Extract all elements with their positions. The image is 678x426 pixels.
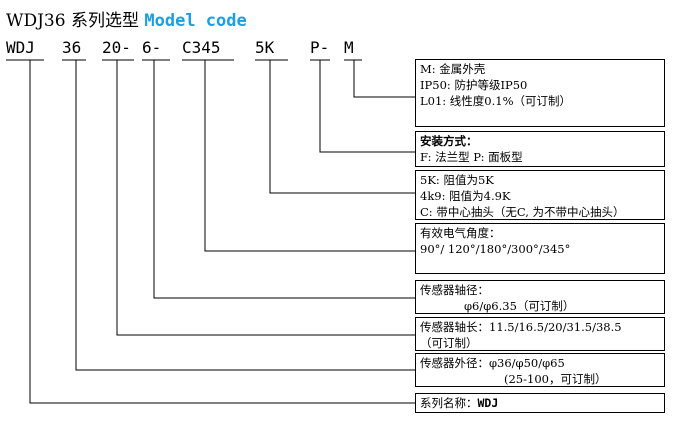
box-angle: 有效电气角度： 90°/ 120°/180°/300°/345° bbox=[415, 223, 665, 274]
code-grade: M bbox=[344, 38, 354, 57]
code-mount: P- bbox=[310, 38, 330, 57]
box-shaft-dia-heading: 传感器轴径： bbox=[420, 283, 489, 297]
leader-mount bbox=[319, 60, 415, 153]
page-title: WDJ36 系列选型 Model code bbox=[6, 6, 247, 31]
title-cn: WDJ36 系列选型 bbox=[6, 11, 139, 31]
box-resistance-line: 4k9: 阻值为4.9K bbox=[420, 189, 511, 203]
box-grade-line: L01: 线性度0.1%（可订制） bbox=[420, 94, 572, 108]
box-outer-dia: 传感器外径：φ36/φ50/φ65 (25-100，可订制） bbox=[415, 353, 665, 387]
leader-angle bbox=[204, 60, 415, 252]
box-outer-dia-line: (25-100，可订制） bbox=[504, 372, 607, 386]
box-angle-line: 90°/ 120°/180°/300°/345° bbox=[420, 242, 571, 256]
box-mount-heading: 安装方式： bbox=[420, 134, 478, 148]
box-series-label: 系列名称： bbox=[420, 396, 478, 410]
box-grade-line: IP50: 防护等级IP50 bbox=[420, 78, 528, 92]
leader-resistance bbox=[269, 60, 415, 194]
box-resistance-line: 5K: 阻值为5K bbox=[420, 173, 494, 187]
box-grade: M: 金属外壳 IP50: 防护等级IP50 L01: 线性度0.1%（可订制） bbox=[415, 59, 665, 127]
leader-shaft-dia bbox=[153, 60, 415, 299]
leader-grade bbox=[353, 60, 415, 98]
code-shaft-length: 20- bbox=[102, 38, 131, 57]
code-series: WDJ bbox=[6, 38, 35, 57]
leader-shaft-length bbox=[116, 60, 415, 336]
box-grade-line: M: 金属外壳 bbox=[420, 62, 486, 76]
box-shaft-dia: 传感器轴径： φ6/φ6.35（可订制） bbox=[415, 280, 665, 314]
box-angle-heading: 有效电气角度： bbox=[420, 226, 501, 240]
box-shaft-dia-line: φ6/φ6.35（可订制） bbox=[464, 299, 575, 313]
code-angle: C345 bbox=[182, 38, 221, 57]
box-shaft-length-line: 传感器轴长：11.5/16.5/20/31.5/38.5 bbox=[420, 320, 622, 334]
box-resistance: 5K: 阻值为5K 4k9: 阻值为4.9K C: 带中心抽头（无C, 为不带中… bbox=[415, 170, 665, 220]
code-shaft-dia: 6- bbox=[142, 38, 162, 57]
leader-outer-dia bbox=[75, 60, 415, 371]
box-series: 系列名称：WDJ bbox=[415, 393, 665, 413]
leader-series bbox=[29, 60, 415, 404]
box-mount: 安装方式： F: 法兰型 P: 面板型 bbox=[415, 131, 665, 167]
box-shaft-length-line: （可订制） bbox=[420, 336, 478, 350]
box-shaft-length: 传感器轴长：11.5/16.5/20/31.5/38.5 （可订制） bbox=[415, 317, 665, 351]
box-resistance-line: C: 带中心抽头（无C, 为不带中心抽头） bbox=[420, 205, 625, 219]
box-series-value: WDJ bbox=[477, 396, 499, 410]
box-outer-dia-line: 传感器外径：φ36/φ50/φ65 bbox=[420, 356, 565, 370]
code-resistance: 5K bbox=[255, 38, 275, 57]
title-en: Model code bbox=[144, 11, 247, 31]
code-diameter: 36 bbox=[62, 38, 82, 57]
box-mount-line: F: 法兰型 P: 面板型 bbox=[420, 150, 523, 164]
